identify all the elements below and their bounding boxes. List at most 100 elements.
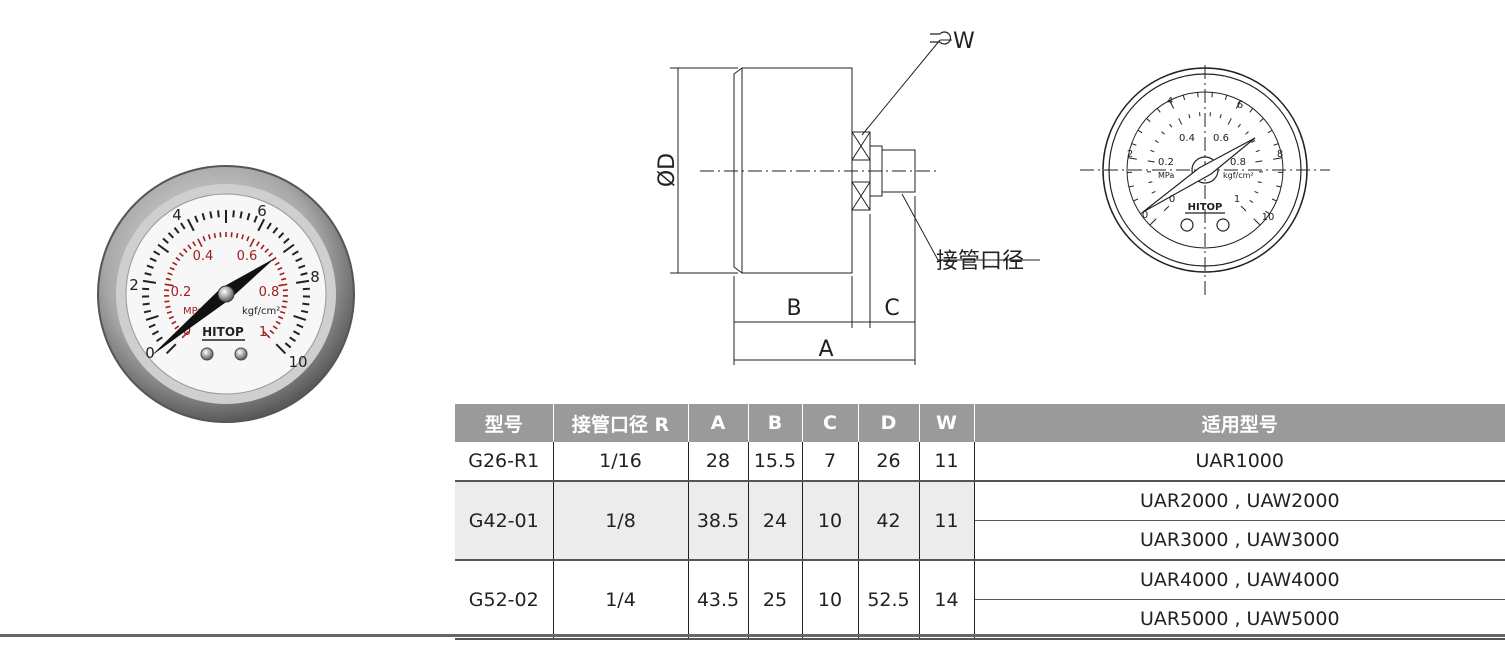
front-screw-right [1216, 218, 1230, 232]
cell-applicable: UAR1000 [974, 442, 1505, 482]
cell-port: 1/8 [553, 481, 689, 561]
port-size-label: 接管口径 [936, 249, 1024, 274]
outer-label-2: 2 [129, 276, 139, 294]
side-view-drawing: W ØD B C A 接管口径 [655, 29, 1040, 365]
cell-w: 11 [919, 442, 975, 482]
cell-w: 11 [919, 481, 975, 561]
dial-screw-left [200, 347, 214, 361]
inner-label-08: 0.8 [259, 285, 280, 300]
front-inner-06: 0.6 [1213, 133, 1229, 144]
cell-a: 38.5 [688, 481, 749, 561]
header-port: 接管口径 R [553, 404, 689, 442]
cell-applicable: UAR4000 , UAW4000 [974, 560, 1505, 600]
inner-label-02: 0.2 [171, 285, 192, 300]
front-outer-ticks [1127, 92, 1283, 226]
spec-table: 型号 接管口径 R A B C D W 适用型号 G26-R1 1/16 28 … [455, 404, 1505, 640]
front-unit-kgf: kgf/cm² [1223, 171, 1254, 180]
table-header-row: 型号 接管口径 R A B C D W 适用型号 [455, 404, 1505, 442]
outer-label-6: 6 [257, 202, 267, 220]
table-row: G26-R1 1/16 28 15.5 7 26 11 UAR1000 [455, 442, 1505, 482]
table-row: UAR5000 , UAW5000 [455, 599, 1505, 640]
cell-model: G26-R1 [455, 442, 554, 482]
cell-a: 43.5 [688, 560, 749, 640]
cell-applicable: UAR5000 , UAW5000 [974, 599, 1505, 640]
front-outer-ring [1102, 67, 1308, 273]
header-b: B [748, 404, 803, 442]
inner-label-06: 0.6 [237, 249, 258, 264]
front-brand-logo: HITOP [1188, 202, 1223, 213]
front-outer-6: 6 [1237, 100, 1243, 111]
table-row: G52-02 1/4 43.5 25 10 52.5 14 UAR4000 , … [455, 560, 1505, 640]
front-inner-08: 0.8 [1230, 157, 1246, 168]
header-model: 型号 [455, 404, 554, 442]
front-view-drawing: 0 2 4 6 8 10 0 0.2 0.4 0.6 0.8 1 MPa kgf… [1080, 65, 1330, 295]
front-outer-10: 10 [1262, 212, 1275, 223]
cell-applicable: UAR2000 , UAW2000 [974, 481, 1505, 521]
cell-c: 10 [802, 560, 859, 640]
cell-a: 28 [688, 442, 749, 482]
cell-c: 7 [802, 442, 859, 482]
w-leader-line [861, 39, 941, 136]
header-a: A [688, 404, 749, 442]
outer-tick-marks [142, 210, 310, 355]
gauge-needle [151, 258, 275, 356]
header-w: W [919, 404, 975, 442]
front-inner-02: 0.2 [1158, 157, 1174, 168]
cell-b: 15.5 [748, 442, 803, 482]
cell-port: 1/4 [553, 560, 689, 640]
inner-label-0: 0 [183, 324, 191, 339]
outer-label-0: 0 [145, 344, 155, 362]
front-inner-ticks [1147, 112, 1263, 212]
front-inner-0: 0 [1169, 194, 1175, 205]
front-inner-04: 0.4 [1179, 133, 1195, 144]
outer-label-8: 8 [310, 268, 320, 286]
front-unit-mpa: MPa [1158, 171, 1174, 180]
table-row: UAR3000 , UAW3000 [455, 520, 1505, 561]
dim-diameter-label: ØD [655, 153, 680, 187]
outer-label-4: 4 [172, 206, 182, 224]
thread-outline [870, 145, 916, 197]
cell-d: 52.5 [858, 560, 920, 640]
outer-label-10: 10 [288, 353, 307, 371]
cell-b: 25 [748, 560, 803, 640]
cell-model: G52-02 [455, 560, 554, 640]
pressure-gauge-photo: 0 2 4 6 8 10 0 0.2 0.4 0.6 0.8 1 MPa kgf… [97, 165, 355, 423]
dim-c-label: C [884, 296, 899, 321]
dim-b-label: B [786, 296, 801, 321]
bottom-divider [0, 634, 1505, 637]
unit-mpa: MPa [183, 306, 203, 317]
dim-w-label: W [953, 29, 975, 54]
table-row: G42-01 1/8 38.5 24 10 42 11 UAR2000 , UA… [455, 481, 1505, 561]
front-hub [1191, 156, 1219, 184]
dim-a-label: A [818, 337, 833, 362]
front-outer-2: 2 [1127, 149, 1133, 160]
brand-logo: HITOP [202, 325, 244, 339]
cell-b: 24 [748, 481, 803, 561]
front-inner-1: 1 [1234, 194, 1240, 205]
cell-w: 14 [919, 560, 975, 640]
front-inner-ring [1108, 73, 1302, 267]
cell-d: 42 [858, 481, 920, 561]
inner-scale-labels: 0 0.2 0.4 0.6 0.8 1 [171, 249, 280, 340]
front-outer-0: 0 [1142, 210, 1148, 221]
cell-applicable: UAR3000 , UAW3000 [974, 520, 1505, 561]
header-applicable: 适用型号 [974, 404, 1505, 442]
cell-d: 26 [858, 442, 920, 482]
dial-screw-right [234, 347, 248, 361]
header-d: D [858, 404, 920, 442]
inner-label-04: 0.4 [193, 249, 214, 264]
header-c: C [802, 404, 859, 442]
cell-model: G42-01 [455, 481, 554, 561]
front-screw-left [1180, 218, 1194, 232]
cell-port: 1/16 [553, 442, 689, 482]
front-needle [1142, 137, 1256, 213]
inner-label-1: 1 [259, 325, 267, 340]
front-outer-4: 4 [1167, 96, 1173, 107]
needle-hub [217, 285, 235, 303]
port-leader-line [901, 193, 939, 261]
front-outer-8: 8 [1277, 149, 1283, 160]
front-dial-ring [1126, 91, 1284, 249]
cell-c: 10 [802, 481, 859, 561]
unit-kgf: kgf/cm² [242, 306, 280, 317]
wrench-icon [930, 31, 951, 45]
